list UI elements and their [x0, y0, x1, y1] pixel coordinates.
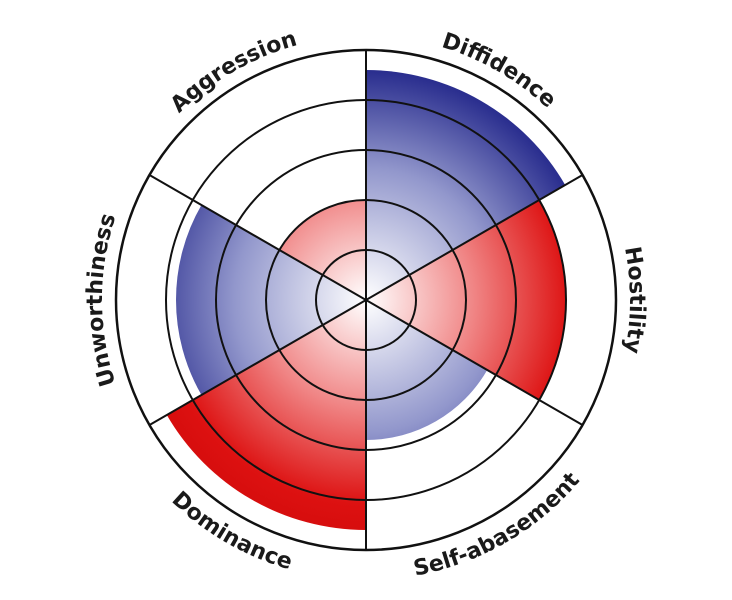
outer-ring [114, 48, 618, 552]
sector-diffidence [366, 70, 566, 300]
label-aggression: Aggression [166, 27, 300, 118]
sector-divider-5 [148, 299, 367, 426]
label-self-abasement: Self-abasement [411, 468, 585, 582]
sector-divider-0 [148, 174, 367, 301]
sector-self-abasement [366, 300, 488, 440]
sector-dominance [166, 300, 366, 530]
sector-divider-3 [365, 299, 584, 426]
label-hostility: Hostility [619, 245, 649, 356]
sector-divider-2 [365, 174, 584, 301]
